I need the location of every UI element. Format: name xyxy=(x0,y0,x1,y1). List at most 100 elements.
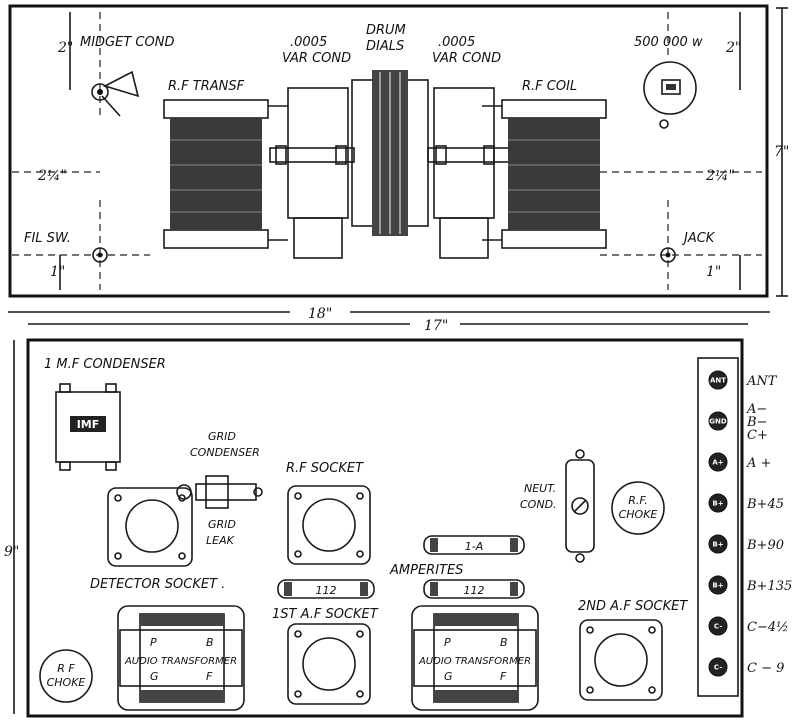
label-grid-leak-2: LEAK xyxy=(206,534,235,547)
terminal-label: ANT xyxy=(746,374,778,389)
label-rf-choke-right-2: CHOKE xyxy=(619,508,658,521)
rf-coil xyxy=(482,99,607,249)
amperite-112-left: 112 xyxy=(277,579,375,599)
label-drum: DRUM xyxy=(366,23,406,38)
audio-transformer-right: P B AUDIO TRANSFORMER G F xyxy=(411,605,539,711)
terminal-post: C- C−4½ xyxy=(708,616,789,636)
terminal-post-circle xyxy=(708,534,728,554)
dim-bottom-left: 1" xyxy=(50,264,65,280)
variable-resistor xyxy=(643,61,697,129)
terminal-post: B+ B+135 xyxy=(708,575,792,595)
label-rf-transf: R.F TRANSF xyxy=(168,79,245,94)
label-detector-socket: DETECTOR SOCKET . xyxy=(90,577,225,592)
terminal-label: C+ xyxy=(747,428,768,443)
baseboard: IMF 1 M.F CONDENSER DETECTOR SOCKET . G R… xyxy=(26,338,792,718)
pin-f-left: F xyxy=(206,670,213,683)
label-rf-choke-right-1: R.F. xyxy=(628,494,648,507)
dim-width-inner: 17" xyxy=(424,318,448,334)
terminal-label: B+45 xyxy=(746,497,784,512)
terminal-post-tag: C- xyxy=(714,623,722,631)
dim-side-left: 2¼" xyxy=(37,168,67,184)
detector-socket xyxy=(107,487,193,567)
terminal-label: C − 9 xyxy=(747,661,784,676)
terminal-label: B− xyxy=(746,415,767,430)
amperite-112-right: 112 xyxy=(423,579,525,599)
terminal-post-circle xyxy=(708,370,728,390)
terminal-label: B+135 xyxy=(746,579,792,594)
terminal-post-circle xyxy=(708,657,728,677)
first-af-socket xyxy=(287,623,371,705)
label-imf-tag: IMF xyxy=(77,418,100,431)
terminal-post: B+ B+45 xyxy=(708,493,784,513)
rf-socket xyxy=(287,485,371,565)
dim-side-right: 2¼" xyxy=(705,168,735,184)
label-fil-sw: FIL SW. xyxy=(24,231,71,246)
pin-b-right: B xyxy=(500,636,508,649)
label-jack: JACK xyxy=(681,231,716,246)
audio-transformer-left: P B AUDIO TRANSFORMER G F xyxy=(117,605,245,711)
jack xyxy=(660,247,676,263)
var-condenser-right xyxy=(427,87,513,259)
var-condenser-left xyxy=(269,87,355,259)
dim-top-right: 2" xyxy=(725,40,741,56)
terminal-label: A + xyxy=(746,456,771,471)
label-var-cond-left-1: .0005 xyxy=(290,35,327,50)
front-panel-outline xyxy=(8,4,769,298)
terminal-post-tag: B+ xyxy=(712,582,723,590)
grid-condenser xyxy=(176,475,263,509)
label-rf-choke-left-1: R F xyxy=(57,662,75,675)
terminal-post: B+ B+90 xyxy=(708,534,784,554)
terminal-post-circle xyxy=(708,452,728,472)
label-first-af-socket: 1ST A.F SOCKET xyxy=(272,607,379,622)
terminal-post-circle xyxy=(708,411,728,431)
pin-b-left: B xyxy=(206,636,214,649)
label-var-cond-left-2: VAR COND xyxy=(282,51,351,66)
dim-height-base: 9" xyxy=(4,544,19,560)
pin-f-right: F xyxy=(500,670,507,683)
dim-bottom-right: 1" xyxy=(706,264,721,280)
rf-choke-left: R F CHOKE xyxy=(39,649,93,703)
label-neut-cond-1: NEUT. xyxy=(524,482,556,495)
terminal-post-tag: B+ xyxy=(712,500,723,508)
terminal-post-circle xyxy=(708,493,728,513)
neut-condenser xyxy=(565,449,595,563)
terminal-post: A+A + xyxy=(708,452,771,472)
label-second-af-socket: 2ND A.F SOCKET xyxy=(578,599,688,614)
dim-top-left: 2" xyxy=(57,40,73,56)
fil-switch xyxy=(92,247,108,263)
label-midget-cond: MIDGET COND xyxy=(80,35,174,50)
terminal-post-tag: ANT xyxy=(710,377,726,385)
baseboard-outline xyxy=(26,338,744,718)
label-tube-112-left: 112 xyxy=(316,584,337,597)
label-dials: DIALS xyxy=(366,39,404,54)
label-tube-1a: 1-A xyxy=(465,540,484,553)
pin-p-right: P xyxy=(444,636,451,649)
terminal-strip xyxy=(697,357,739,697)
rf-choke-right: R.F. CHOKE xyxy=(611,481,665,535)
dim-width-outer: 18" xyxy=(308,306,332,322)
label-tube-112-right: 112 xyxy=(464,584,485,597)
amperite-1a: 1-A xyxy=(423,535,525,555)
one-mf-condenser: IMF xyxy=(55,383,121,471)
terminal-post: C- C − 9 xyxy=(708,657,784,677)
label-var-cond-right-2: VAR COND xyxy=(432,51,501,66)
terminal-label: C−4½ xyxy=(747,620,789,635)
dim-height-front: 7" xyxy=(774,144,789,160)
terminal-post-tag: B+ xyxy=(712,541,723,549)
terminal-post-circle xyxy=(708,575,728,595)
second-af-socket xyxy=(579,619,663,701)
label-rf-choke-left-2: CHOKE xyxy=(47,676,86,689)
terminal-label: B+90 xyxy=(746,538,784,553)
terminal-post-circle xyxy=(708,616,728,636)
label-resistor: 500 000 w xyxy=(634,35,703,50)
terminal-post-tag: C- xyxy=(714,664,722,672)
label-condenser-title: 1 M.F CONDENSER xyxy=(44,357,166,372)
terminal-post: ANT ANT xyxy=(708,370,778,390)
pin-g-left: G xyxy=(150,670,159,683)
midget-condenser xyxy=(91,70,140,117)
terminal-post-tag: GND xyxy=(709,418,727,426)
rf-transformer xyxy=(163,99,288,249)
label-neut-cond-2: COND. xyxy=(520,498,557,511)
